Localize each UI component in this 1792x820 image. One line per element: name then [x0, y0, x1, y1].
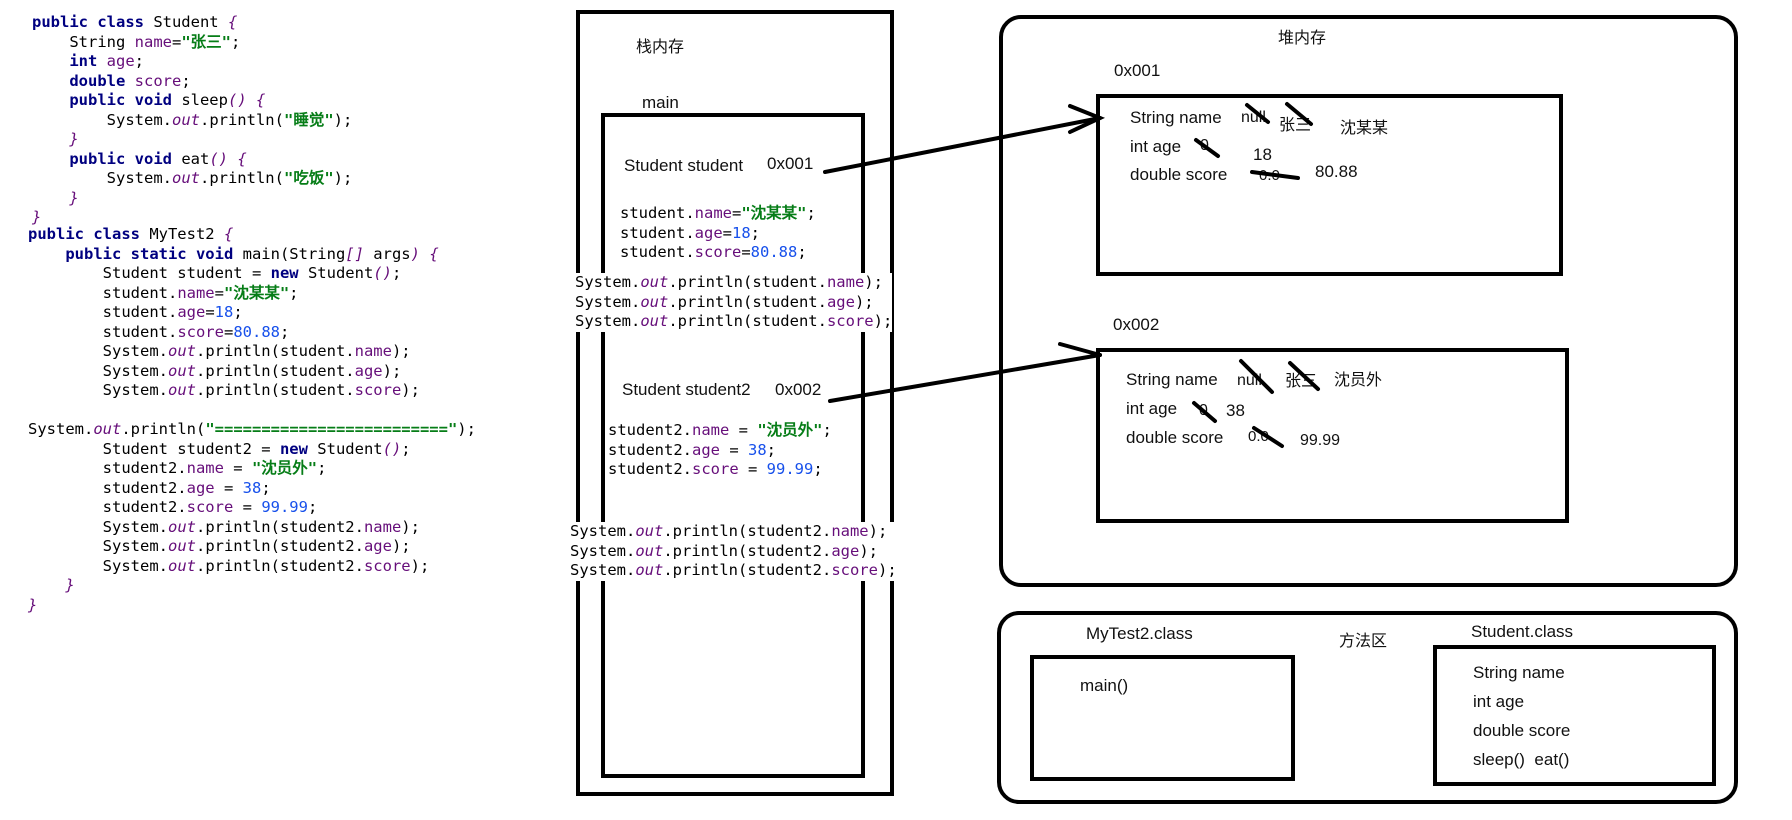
obj2-age-label: int age	[1126, 399, 1178, 418]
obj2-score-label: double score	[1126, 428, 1224, 447]
heap-memory-box	[999, 15, 1738, 587]
obj1-age-old: 0	[1200, 137, 1209, 154]
obj1-score-value: 80.88	[1315, 162, 1358, 181]
student-class-title: Student.class	[1471, 622, 1574, 641]
mytest2-class-code: public class MyTest2 { public static voi…	[28, 225, 476, 614]
student-class-box	[1433, 645, 1716, 786]
obj1-name-value: 沈某某	[1340, 120, 1389, 137]
mytest2-class-box	[1030, 655, 1295, 781]
student-class-code: public class Student { String name="张三";…	[32, 13, 353, 226]
student-member-name: String name	[1473, 663, 1565, 682]
student-member-methods: sleep() eat()	[1473, 750, 1570, 769]
obj2-score-value: 99.99	[1300, 432, 1341, 449]
obj1-name-label: String name	[1130, 108, 1222, 127]
heap-obj1-addr: 0x001	[1114, 61, 1161, 80]
main-stack-frame	[601, 113, 865, 778]
student-member-age: int age	[1473, 692, 1525, 711]
stack-student-prints: System.out.println(student.name); System…	[575, 273, 893, 332]
stack-student2-assignments: student2.name = "沈员外"; student2.age = 38…	[608, 421, 832, 478]
obj1-score-label: double score	[1130, 165, 1228, 184]
method-area-box	[997, 611, 1738, 804]
obj1-name-old-zhangsan: 张三	[1279, 117, 1312, 134]
heap-memory-title: 堆内存	[1278, 30, 1327, 47]
obj1-score-old: 0.0	[1259, 167, 1280, 184]
obj2-score-old: 0.0	[1248, 428, 1269, 445]
heap-object-0x001	[1096, 94, 1563, 276]
heap-object-0x002	[1096, 348, 1569, 523]
stack-memory-box	[576, 10, 894, 796]
mytest2-class-title: MyTest2.class	[1086, 624, 1193, 643]
obj2-name-label: String name	[1126, 370, 1218, 389]
heap-obj2-addr: 0x002	[1113, 315, 1160, 334]
obj2-name-old-zhangsan: 张三	[1285, 373, 1318, 390]
mytest2-main-method: main()	[1080, 676, 1129, 695]
obj1-age-value: 18	[1253, 145, 1272, 164]
stack-var-student2-addr: 0x002	[775, 380, 822, 399]
stack-memory-title: 栈内存	[636, 39, 685, 56]
obj1-age-label: int age	[1130, 137, 1182, 156]
stack-student-assignments: student.name="沈某某"; student.age=18; stud…	[620, 204, 816, 261]
obj1-name-old-null: null	[1241, 109, 1266, 126]
method-area-title: 方法区	[1339, 633, 1388, 650]
obj2-name-old-null: null	[1237, 372, 1262, 389]
stack-var-student2: Student student2	[622, 380, 751, 399]
stack-student2-prints: System.out.println(student2.name); Syste…	[570, 522, 897, 581]
obj2-age-old: 0	[1199, 402, 1208, 419]
obj2-name-value: 沈员外	[1334, 372, 1383, 389]
student-member-score: double score	[1473, 721, 1571, 740]
stack-var-student-addr: 0x001	[767, 154, 814, 173]
main-frame-title: main	[642, 93, 679, 112]
obj2-age-value: 38	[1226, 401, 1245, 420]
stack-var-student: Student student	[624, 156, 744, 175]
